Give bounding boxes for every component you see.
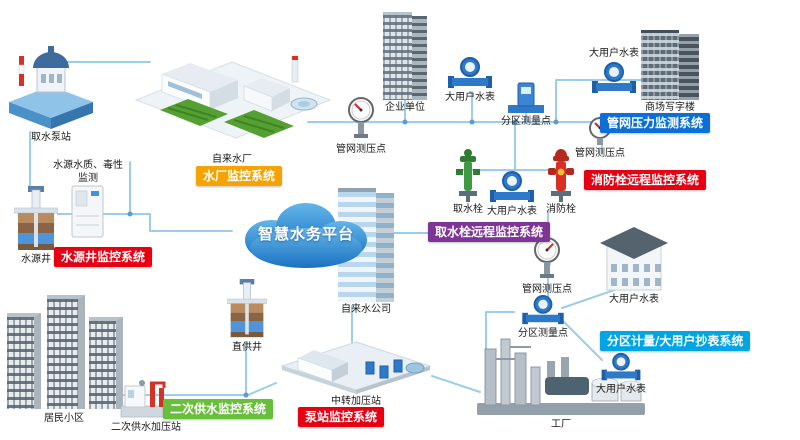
pressure-point-1-label: 管网测压点 xyxy=(336,144,386,155)
platform-title: 智慧水务平台 xyxy=(257,225,354,243)
transfer-pressure-station-icon xyxy=(280,341,432,394)
pressure-gauge-icon xyxy=(348,97,374,138)
source-well-icon xyxy=(14,186,58,250)
enterprise-label: 企业单位 xyxy=(385,102,425,113)
system-label-intake-hydrant-monitoring: 取水栓远程监控系统 xyxy=(428,222,551,242)
direct-well-icon xyxy=(227,279,267,338)
system-label-plant-monitoring: 水厂监控系统 xyxy=(196,166,283,186)
node-enterprise: 企业单位 xyxy=(378,12,432,115)
zone-measure-device-icon xyxy=(508,82,544,113)
transfer-station-label: 中转加压站 xyxy=(331,396,381,407)
node-water-quality-monitor: 水源水质、毒性监测 xyxy=(46,158,130,239)
system-label-secondary-supply-monitoring: 二次供水监控系统 xyxy=(163,399,274,419)
direct-well-label: 直供井 xyxy=(232,342,262,353)
big-meter-5-label: 大用户水表 xyxy=(596,384,646,395)
intake-hydrant-label: 取水栓 xyxy=(453,204,483,215)
intake-pump-station-icon xyxy=(9,46,93,129)
water-meter-icon xyxy=(601,352,641,381)
system-label-pipe-pressure-monitoring: 管网压力监测系统 xyxy=(600,113,711,133)
water-plant-label: 自来水厂 xyxy=(212,154,252,165)
water-meter-icon xyxy=(592,61,636,93)
pressure-gauge-icon xyxy=(534,237,560,278)
node-transfer-station: 中转加压站 xyxy=(276,338,436,409)
node-big-meter-4: 大用户水表 xyxy=(596,226,672,307)
node-big-meter-3: 大用户水表 xyxy=(480,170,544,219)
enterprise-building-icon xyxy=(383,12,427,100)
system-label-zone-metering: 分区计量/大用户抄表系统 xyxy=(600,331,751,351)
node-zone-point-1: 分区测量点 xyxy=(494,80,558,129)
fire-hydrant-label: 消防栓 xyxy=(546,204,576,215)
secondary-station-label: 二次供水加压站 xyxy=(111,422,181,433)
node-water-company: 自来水公司 xyxy=(334,188,398,317)
factory-label: 工厂 xyxy=(551,419,571,430)
node-pressure-point-3: 管网测压点 xyxy=(516,236,578,297)
zone-point-1-label: 分区测量点 xyxy=(501,116,551,127)
node-intake-pump-station: 取水泵站 xyxy=(5,36,97,145)
node-big-meter-5: 大用户水表 xyxy=(590,352,652,397)
pressure-point-3-label: 管网测压点 xyxy=(522,284,572,295)
water-quality-monitor-icon xyxy=(71,185,104,238)
zone-flow-meter-icon xyxy=(522,294,564,325)
system-label-source-well-monitoring: 水源井监控系统 xyxy=(54,247,153,267)
water-meter-icon xyxy=(490,171,534,202)
node-pressure-point-1: 管网测压点 xyxy=(332,96,390,157)
water-company-label: 自来水公司 xyxy=(341,304,391,315)
secondary-pressure-station-icon xyxy=(120,380,172,418)
water-quality-monitor-label: 水源水质、毒性监测 xyxy=(53,160,123,184)
intake-pump-station-label: 取水泵站 xyxy=(31,132,71,143)
big-meter-1-label: 大用户水表 xyxy=(445,92,495,103)
mall-office-label: 商场写字楼 xyxy=(645,102,695,113)
big-meter-2-label: 大用户水表 xyxy=(589,48,639,59)
node-mall-office: 商场写字楼 xyxy=(636,30,704,115)
system-label-pump-station-monitoring: 泵站监控系统 xyxy=(298,407,385,427)
node-zone-point-2: 分区测量点 xyxy=(510,294,576,341)
residential-buildings-icon xyxy=(5,293,123,411)
fire-hydrant-icon xyxy=(548,149,574,202)
classical-building-icon xyxy=(600,227,668,291)
source-well-label: 水源井 xyxy=(21,254,51,265)
node-direct-well: 直供井 xyxy=(222,278,272,355)
residential-label: 居民小区 xyxy=(44,413,84,424)
big-meter-3-label: 大用户水表 xyxy=(487,206,537,217)
node-factory: 工厂 xyxy=(476,333,646,432)
intake-hydrant-icon xyxy=(456,149,480,202)
cloud-icon xyxy=(245,203,367,268)
water-meter-icon xyxy=(448,57,492,88)
factory-icon xyxy=(477,338,645,415)
node-source-well: 水源井 xyxy=(12,186,60,267)
big-meter-4-label: 大用户水表 xyxy=(609,294,659,305)
node-secondary-station: 二次供水加压站 xyxy=(108,374,184,435)
system-label-fire-hydrant-monitoring: 消防栓远程监控系统 xyxy=(584,170,707,190)
mall-office-building-icon xyxy=(641,30,699,100)
node-big-meter-2: 大用户水表 xyxy=(582,46,646,95)
node-smart-water-platform: 智慧水务平台 xyxy=(229,196,383,270)
water-company-building-icon xyxy=(338,188,394,302)
water-plant-icon xyxy=(134,55,332,139)
node-residential: 居民小区 xyxy=(4,293,124,426)
zone-point-2-label: 分区测量点 xyxy=(518,328,568,339)
node-water-plant: 自来水厂 xyxy=(132,48,332,167)
pressure-point-2-label: 管网测压点 xyxy=(575,148,625,159)
node-fire-hydrant: 消防栓 xyxy=(532,144,590,217)
node-intake-hydrant: 取水栓 xyxy=(440,146,496,217)
node-big-meter-1: 大用户水表 xyxy=(438,56,502,105)
